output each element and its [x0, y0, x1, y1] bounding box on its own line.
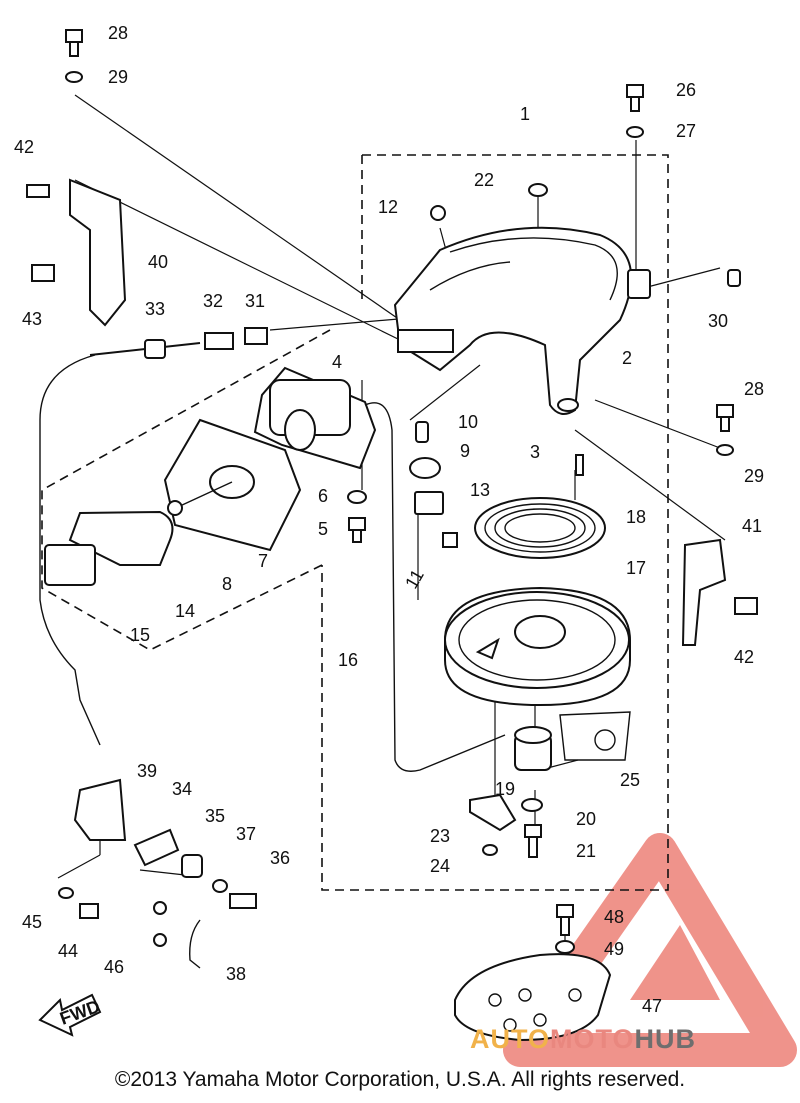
- callout-47: 47: [642, 996, 662, 1016]
- pulley-cover-plate: [454, 953, 612, 1042]
- starter-cable: [364, 402, 506, 772]
- assembly-boundary-lines: [41, 154, 669, 891]
- callout-30: 30: [708, 311, 728, 331]
- starter-case: [393, 226, 651, 415]
- callout-6: 6: [318, 486, 328, 506]
- callout-32: 32: [203, 291, 223, 311]
- callout-37: 37: [236, 824, 256, 844]
- callout-9: 9: [460, 441, 470, 461]
- callout-38: 38: [226, 964, 246, 984]
- throttle-cable: [39, 354, 101, 746]
- callout-10: 10: [458, 412, 478, 432]
- watermark-text: AUTOMOTOHUB: [470, 1024, 800, 1058]
- watermark-part-hub: HUB: [634, 1024, 697, 1054]
- pawl-and-bushing: [469, 711, 631, 832]
- callout-48: 48: [604, 907, 624, 927]
- callout-7: 7: [258, 551, 268, 571]
- callout-17: 17: [626, 558, 646, 578]
- callout-20: 20: [576, 809, 596, 829]
- callout-43: 43: [22, 309, 42, 329]
- callout-24: 24: [430, 856, 450, 876]
- callout-23: 23: [430, 826, 450, 846]
- callout-35: 35: [205, 806, 225, 826]
- callout-39: 39: [137, 761, 157, 781]
- forward-arrow-icon: FWD: [38, 993, 103, 1037]
- callout-labels: 1 2 3 4 5 6 7 8 9 10 11 12 13 14 15 16 1…: [14, 23, 764, 1016]
- callout-40: 40: [148, 252, 168, 272]
- hardware-fasteners: [26, 29, 758, 954]
- callout-46: 46: [104, 957, 124, 977]
- choke-linkage-parts: [58, 778, 257, 969]
- fwd-label: FWD: [57, 996, 102, 1029]
- link-rod-assembly: [89, 327, 268, 359]
- sheave-drum: [444, 586, 631, 707]
- callout-5: 5: [318, 519, 328, 539]
- starter-handle-assembly: [163, 366, 377, 552]
- copyright-notice: ©2013 Yamaha Motor Corporation, U.S.A. A…: [114, 1068, 686, 1091]
- callout-28-right: 28: [744, 379, 764, 399]
- callout-34: 34: [172, 779, 192, 799]
- callout-26: 26: [676, 80, 696, 100]
- callout-21: 21: [576, 841, 596, 861]
- callout-8: 8: [222, 574, 232, 594]
- starter-grip: [44, 500, 183, 586]
- callout-28-top: 28: [108, 23, 128, 43]
- callout-12: 12: [378, 197, 398, 217]
- callout-25: 25: [620, 770, 640, 790]
- callout-49: 49: [604, 939, 624, 959]
- callout-45: 45: [22, 912, 42, 932]
- recoil-spring: [474, 497, 606, 559]
- callout-18: 18: [626, 507, 646, 527]
- callout-29-right: 29: [744, 466, 764, 486]
- callout-41: 41: [742, 516, 762, 536]
- mounting-brackets: [69, 178, 727, 646]
- watermark-part-moto: MOTO: [550, 1024, 635, 1054]
- callout-3: 3: [530, 442, 540, 462]
- callout-19: 19: [495, 779, 515, 799]
- callout-42-right: 42: [734, 647, 754, 667]
- callout-2: 2: [622, 348, 632, 368]
- watermark-part-auto: AUTO: [470, 1024, 551, 1054]
- callout-4: 4: [332, 352, 342, 372]
- callout-42-top: 42: [14, 137, 34, 157]
- callout-36: 36: [270, 848, 290, 868]
- callout-16: 16: [338, 650, 358, 670]
- callout-13: 13: [470, 480, 490, 500]
- callout-29-top: 29: [108, 67, 128, 87]
- callout-44: 44: [58, 941, 78, 961]
- callout-15: 15: [130, 625, 150, 645]
- callout-14: 14: [175, 601, 195, 621]
- callout-31: 31: [245, 291, 265, 311]
- callout-33: 33: [145, 299, 165, 319]
- watermark-triangle-logo: [503, 833, 797, 1067]
- callout-27: 27: [676, 121, 696, 141]
- callout-22: 22: [474, 170, 494, 190]
- callout-1: 1: [520, 104, 530, 124]
- callout-11: 11: [401, 566, 428, 592]
